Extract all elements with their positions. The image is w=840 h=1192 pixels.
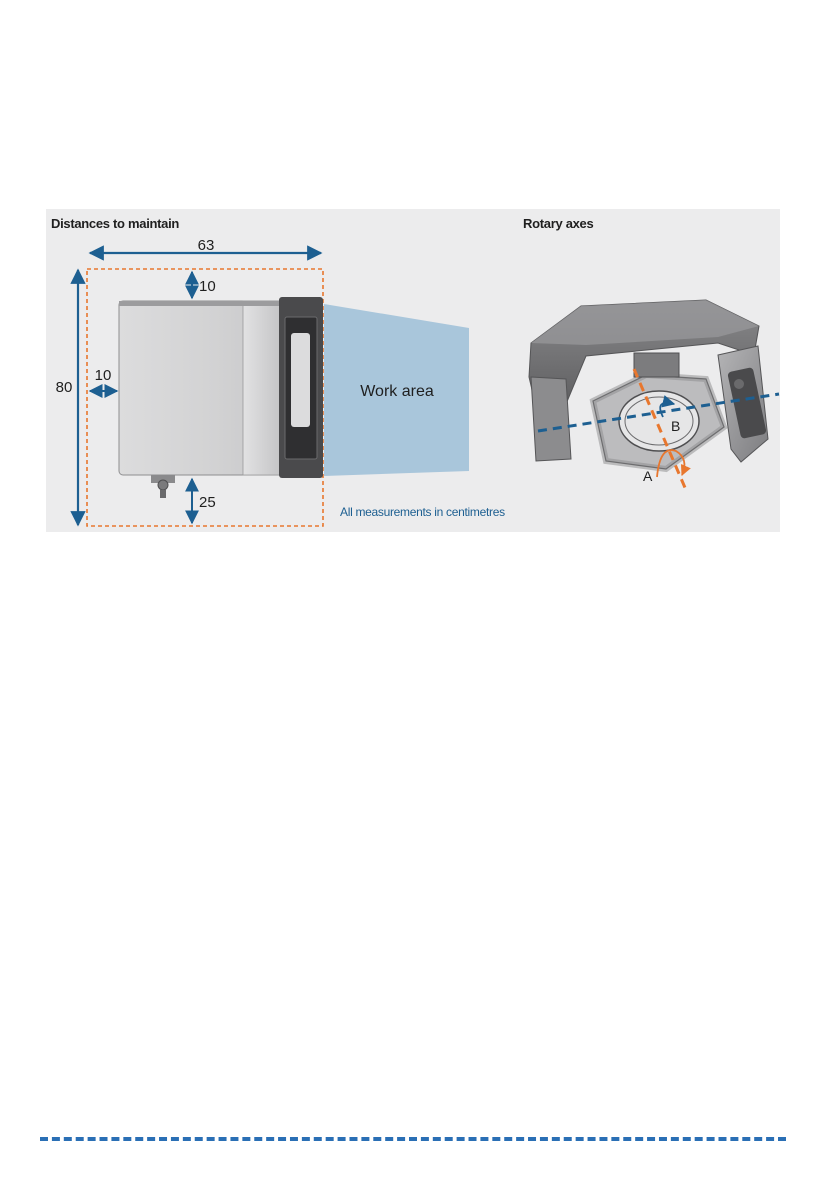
axis-b-label: B (671, 418, 680, 434)
dimension-width-label: 63 (198, 237, 215, 254)
dimension-bottom-label: 25 (199, 494, 216, 511)
axis-a-label: A (643, 468, 653, 484)
machine-top-view (119, 297, 323, 498)
page-bottom-rule (40, 1137, 786, 1141)
dimension-left-label: 10 (95, 367, 112, 384)
dimension-height-label: 80 (56, 379, 73, 396)
rotary-axes-illustration (529, 300, 768, 469)
measurement-note: All measurements in centimetres (340, 505, 505, 519)
work-area-label: Work area (360, 383, 434, 400)
dimension-top-label: 10 (199, 278, 216, 295)
figure-panel: Distances to maintain Rotary axes (46, 209, 780, 532)
diagram-canvas: Work area 63 80 10 10 25 All measurement… (46, 209, 780, 532)
